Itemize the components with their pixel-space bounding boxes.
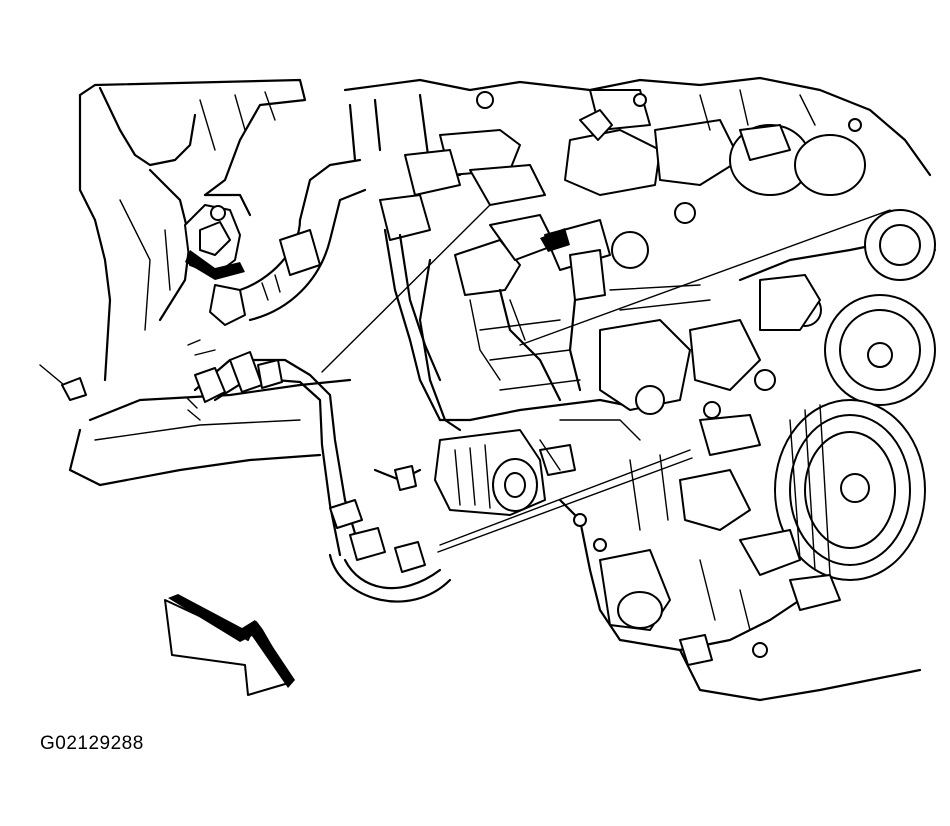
lower-engine-front-cover: [539, 401, 922, 702]
front-direction-arrow-icon: [164, 594, 295, 696]
accessory-drive: [738, 209, 937, 581]
body-panel: [68, 78, 352, 487]
engine-block: [418, 258, 761, 432]
lower-coolant-hose: [186, 351, 452, 603]
starter-motor: [373, 429, 576, 516]
figure-code: G02129288: [40, 733, 144, 754]
engine-upper-intake: [343, 76, 932, 422]
upper-coolant-hose: [238, 158, 367, 322]
left-mount-bracket: [184, 204, 246, 356]
